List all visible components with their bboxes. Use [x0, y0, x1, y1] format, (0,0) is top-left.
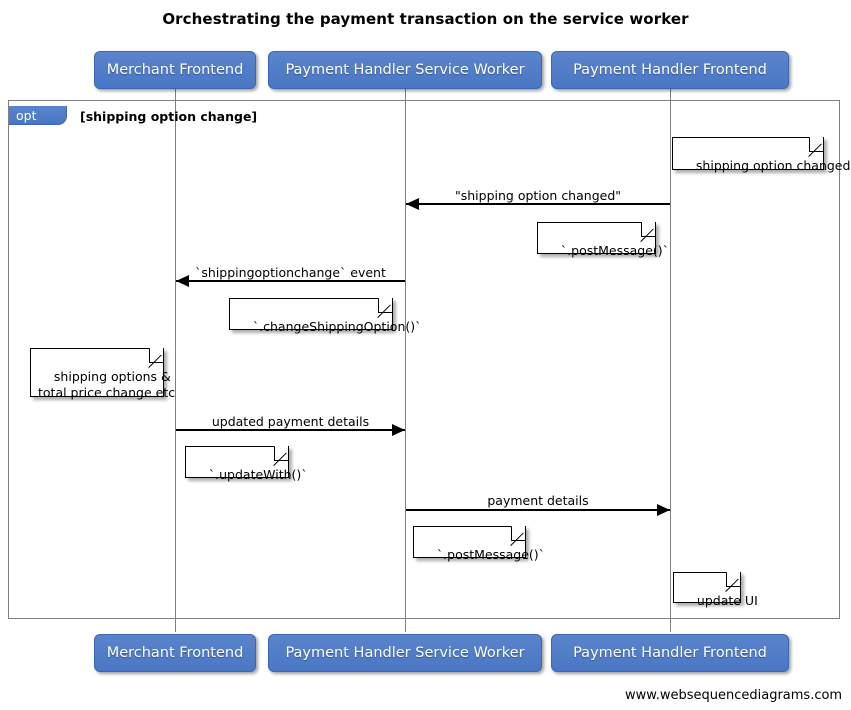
arrow-head-right-icon: [392, 424, 405, 436]
note-post-message-2: `.postMessage()`: [413, 526, 545, 562]
note-text: `.postMessage()`: [560, 243, 669, 258]
note-text: shipping option changed: [695, 158, 851, 173]
note-text: `.postMessage()`: [436, 547, 545, 562]
message-label-shippingoptionchange-event: `shippingoptionchange` event: [195, 265, 386, 280]
message-line-updated-payment-details: [176, 429, 405, 431]
note-fold-corner-icon: [809, 137, 823, 152]
note-fold-corner-icon: [511, 526, 525, 541]
footer-watermark-url: www.websequencediagrams.com: [625, 688, 843, 703]
participant-top-payment-handler-service-worker[interactable]: Payment Handler Service Worker: [268, 51, 542, 89]
note-shipping-options-total-price: shipping options & total price change et…: [30, 348, 175, 400]
note-text: `.changeShippingOption()`: [252, 319, 422, 334]
note-text: shipping options & total price change et…: [38, 369, 176, 400]
note-fold-corner-icon: [641, 222, 655, 237]
note-fold-corner-icon: [726, 572, 740, 587]
opt-fragment-label: opt: [9, 106, 67, 125]
participant-bottom-merchant-frontend[interactable]: Merchant Frontend: [94, 634, 256, 672]
arrow-head-left-icon: [176, 275, 189, 287]
participant-bottom-payment-handler-service-worker[interactable]: Payment Handler Service Worker: [268, 634, 542, 672]
note-text: update UI: [696, 593, 758, 608]
note-change-shipping-option: `.changeShippingOption()`: [229, 298, 421, 334]
message-label-payment-details: payment details: [487, 493, 589, 508]
lifeline-merchant-frontend: [175, 88, 176, 632]
note-shipping-option-changed: shipping option changed: [672, 137, 850, 173]
arrow-head-right-icon: [657, 504, 670, 516]
message-label-updated-payment-details: updated payment details: [211, 414, 370, 429]
note-fold-corner-icon: [274, 446, 288, 461]
note-update-with: `.updateWith()`: [185, 446, 308, 482]
opt-fragment-frame: [8, 100, 840, 619]
note-update-ui: update UI: [673, 572, 758, 608]
participant-top-payment-handler-frontend[interactable]: Payment Handler Frontend: [551, 51, 789, 89]
message-label-shipping-option-changed: "shipping option changed": [454, 188, 621, 203]
opt-fragment-guard: [shipping option change]: [80, 109, 258, 124]
message-line-payment-details: [406, 509, 670, 511]
arrow-head-left-icon: [406, 198, 419, 210]
note-fold-corner-icon: [149, 348, 163, 363]
participant-bottom-payment-handler-frontend[interactable]: Payment Handler Frontend: [551, 634, 789, 672]
note-fold-corner-icon: [378, 298, 392, 313]
message-line-shipping-option-changed: [406, 203, 670, 205]
note-text: `.updateWith()`: [208, 467, 308, 482]
lifeline-payment-handler-service-worker: [405, 88, 406, 632]
note-post-message-1: `.postMessage()`: [537, 222, 669, 258]
lifeline-payment-handler-frontend: [670, 88, 671, 632]
message-line-shippingoptionchange-event: [176, 280, 405, 282]
participant-top-merchant-frontend[interactable]: Merchant Frontend: [94, 51, 256, 89]
page-title: Orchestrating the payment transaction on…: [162, 10, 689, 28]
